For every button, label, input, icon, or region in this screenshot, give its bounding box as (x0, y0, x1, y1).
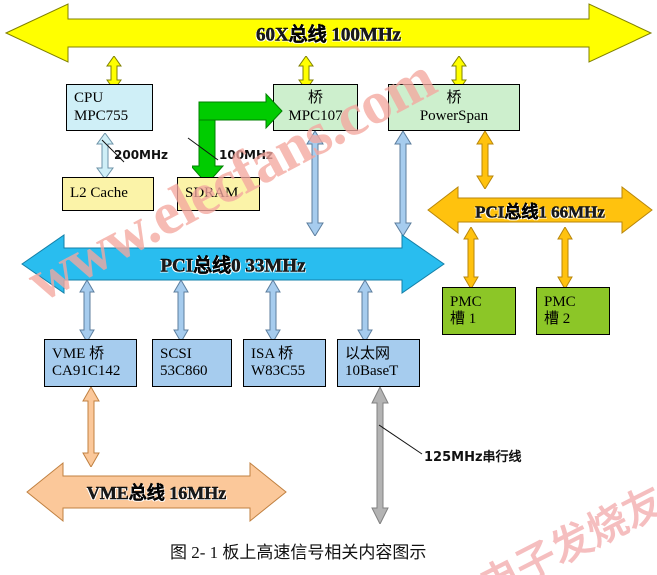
connector-vmebridge-vmebus (82, 387, 100, 467)
connector-pci0-vmebridge (79, 280, 95, 342)
watermark-bottom: 电子发烧友 (472, 478, 657, 575)
block-isa-bridge[interactable]: ISA 桥 W83C55 (243, 339, 326, 387)
connector-60x-powerspan (451, 56, 467, 90)
block-ethernet[interactable]: 以太网 10BaseT (337, 339, 420, 387)
block-isa-bridge-line2: W83C55 (251, 363, 306, 379)
block-mpc107-line2: MPC107 (288, 107, 343, 124)
block-cpu-line2: MPC755 (74, 107, 129, 124)
connector-pci0-isabridge (265, 280, 281, 342)
block-l2cache[interactable]: L2 Cache (62, 177, 154, 211)
bus-pci1: PCI总线1 66MHz (427, 185, 653, 235)
block-sdram-line1: SDRAM (185, 185, 239, 202)
block-vme-bridge-line1: VME 桥 (52, 345, 105, 362)
connector-pci0-ethernet (357, 280, 373, 342)
bus-vme: VME总线 16MHz (26, 461, 287, 523)
connector-pci1-pmc1 (463, 227, 479, 289)
block-sdram[interactable]: SDRAM (177, 177, 260, 211)
block-pmc1-line1: PMC (450, 293, 482, 310)
bus-pci0-label: PCI总线0 33MHz (160, 255, 306, 277)
bus-60x-label: 60X总线 100MHz (255, 24, 402, 46)
block-pmc1[interactable]: PMC 槽 1 (442, 287, 516, 335)
freq-label-cpu-l2: 200MHz (114, 148, 169, 162)
connector-powerspan-pci1 (476, 131, 494, 189)
block-scsi-line1: SCSI (160, 345, 192, 362)
block-ethernet-line2: 10BaseT (345, 363, 399, 379)
block-mpc107-line1: 桥 (307, 90, 323, 107)
freq-label-sdram-mpc107: 100MHz (219, 148, 274, 162)
block-scsi[interactable]: SCSI 53C860 (152, 339, 232, 387)
connector-mpc107-pci0 (306, 131, 324, 236)
bus-pci1-label: PCI总线1 66MHz (475, 202, 605, 222)
connector-60x-cpu (106, 56, 122, 90)
block-cpu[interactable]: CPU MPC755 (66, 84, 153, 131)
block-pmc1-line2: 槽 1 (450, 311, 477, 327)
block-powerspan[interactable]: 桥 PowerSpan (388, 84, 520, 131)
block-pmc2-line1: PMC (544, 293, 576, 310)
block-pmc2-line2: 槽 2 (544, 311, 571, 327)
connector-60x-mpc107 (298, 56, 314, 90)
block-cpu-line1: CPU (74, 90, 104, 107)
annotation-serial-line: 125MHz串行线 (424, 450, 522, 465)
bus-60x: 60X总线 100MHz (4, 2, 653, 64)
connector-cpu-l2cache (96, 133, 114, 179)
connector-pci1-pmc2 (557, 227, 573, 289)
connector-powerspan-pci0 (394, 131, 412, 236)
connector-pci0-scsi (173, 280, 189, 342)
connector-sdram-mpc107 (192, 92, 283, 185)
block-vme-bridge[interactable]: VME 桥 CA91C142 (44, 339, 137, 387)
connector-ethernet-serial (371, 387, 389, 524)
leader-line-serial (378, 424, 423, 455)
block-vme-bridge-line2: CA91C142 (52, 363, 121, 379)
block-scsi-line2: 53C860 (160, 363, 208, 379)
block-powerspan-line1: 桥 (446, 90, 462, 107)
figure-caption: 图 2- 1 板上高速信号相关内容图示 (170, 543, 427, 562)
block-ethernet-line1: 以太网 (345, 345, 391, 362)
block-l2cache-line1: L2 Cache (70, 185, 128, 202)
leader-line-100mhz (187, 137, 219, 161)
block-powerspan-line2: PowerSpan (419, 107, 489, 124)
leader-line-200mhz (101, 139, 125, 163)
block-pmc2[interactable]: PMC 槽 2 (536, 287, 610, 335)
bus-pci0: PCI总线0 33MHz (21, 233, 445, 295)
block-isa-bridge-line1: ISA 桥 (251, 345, 294, 362)
bus-vme-label: VME总线 16MHz (86, 483, 227, 503)
